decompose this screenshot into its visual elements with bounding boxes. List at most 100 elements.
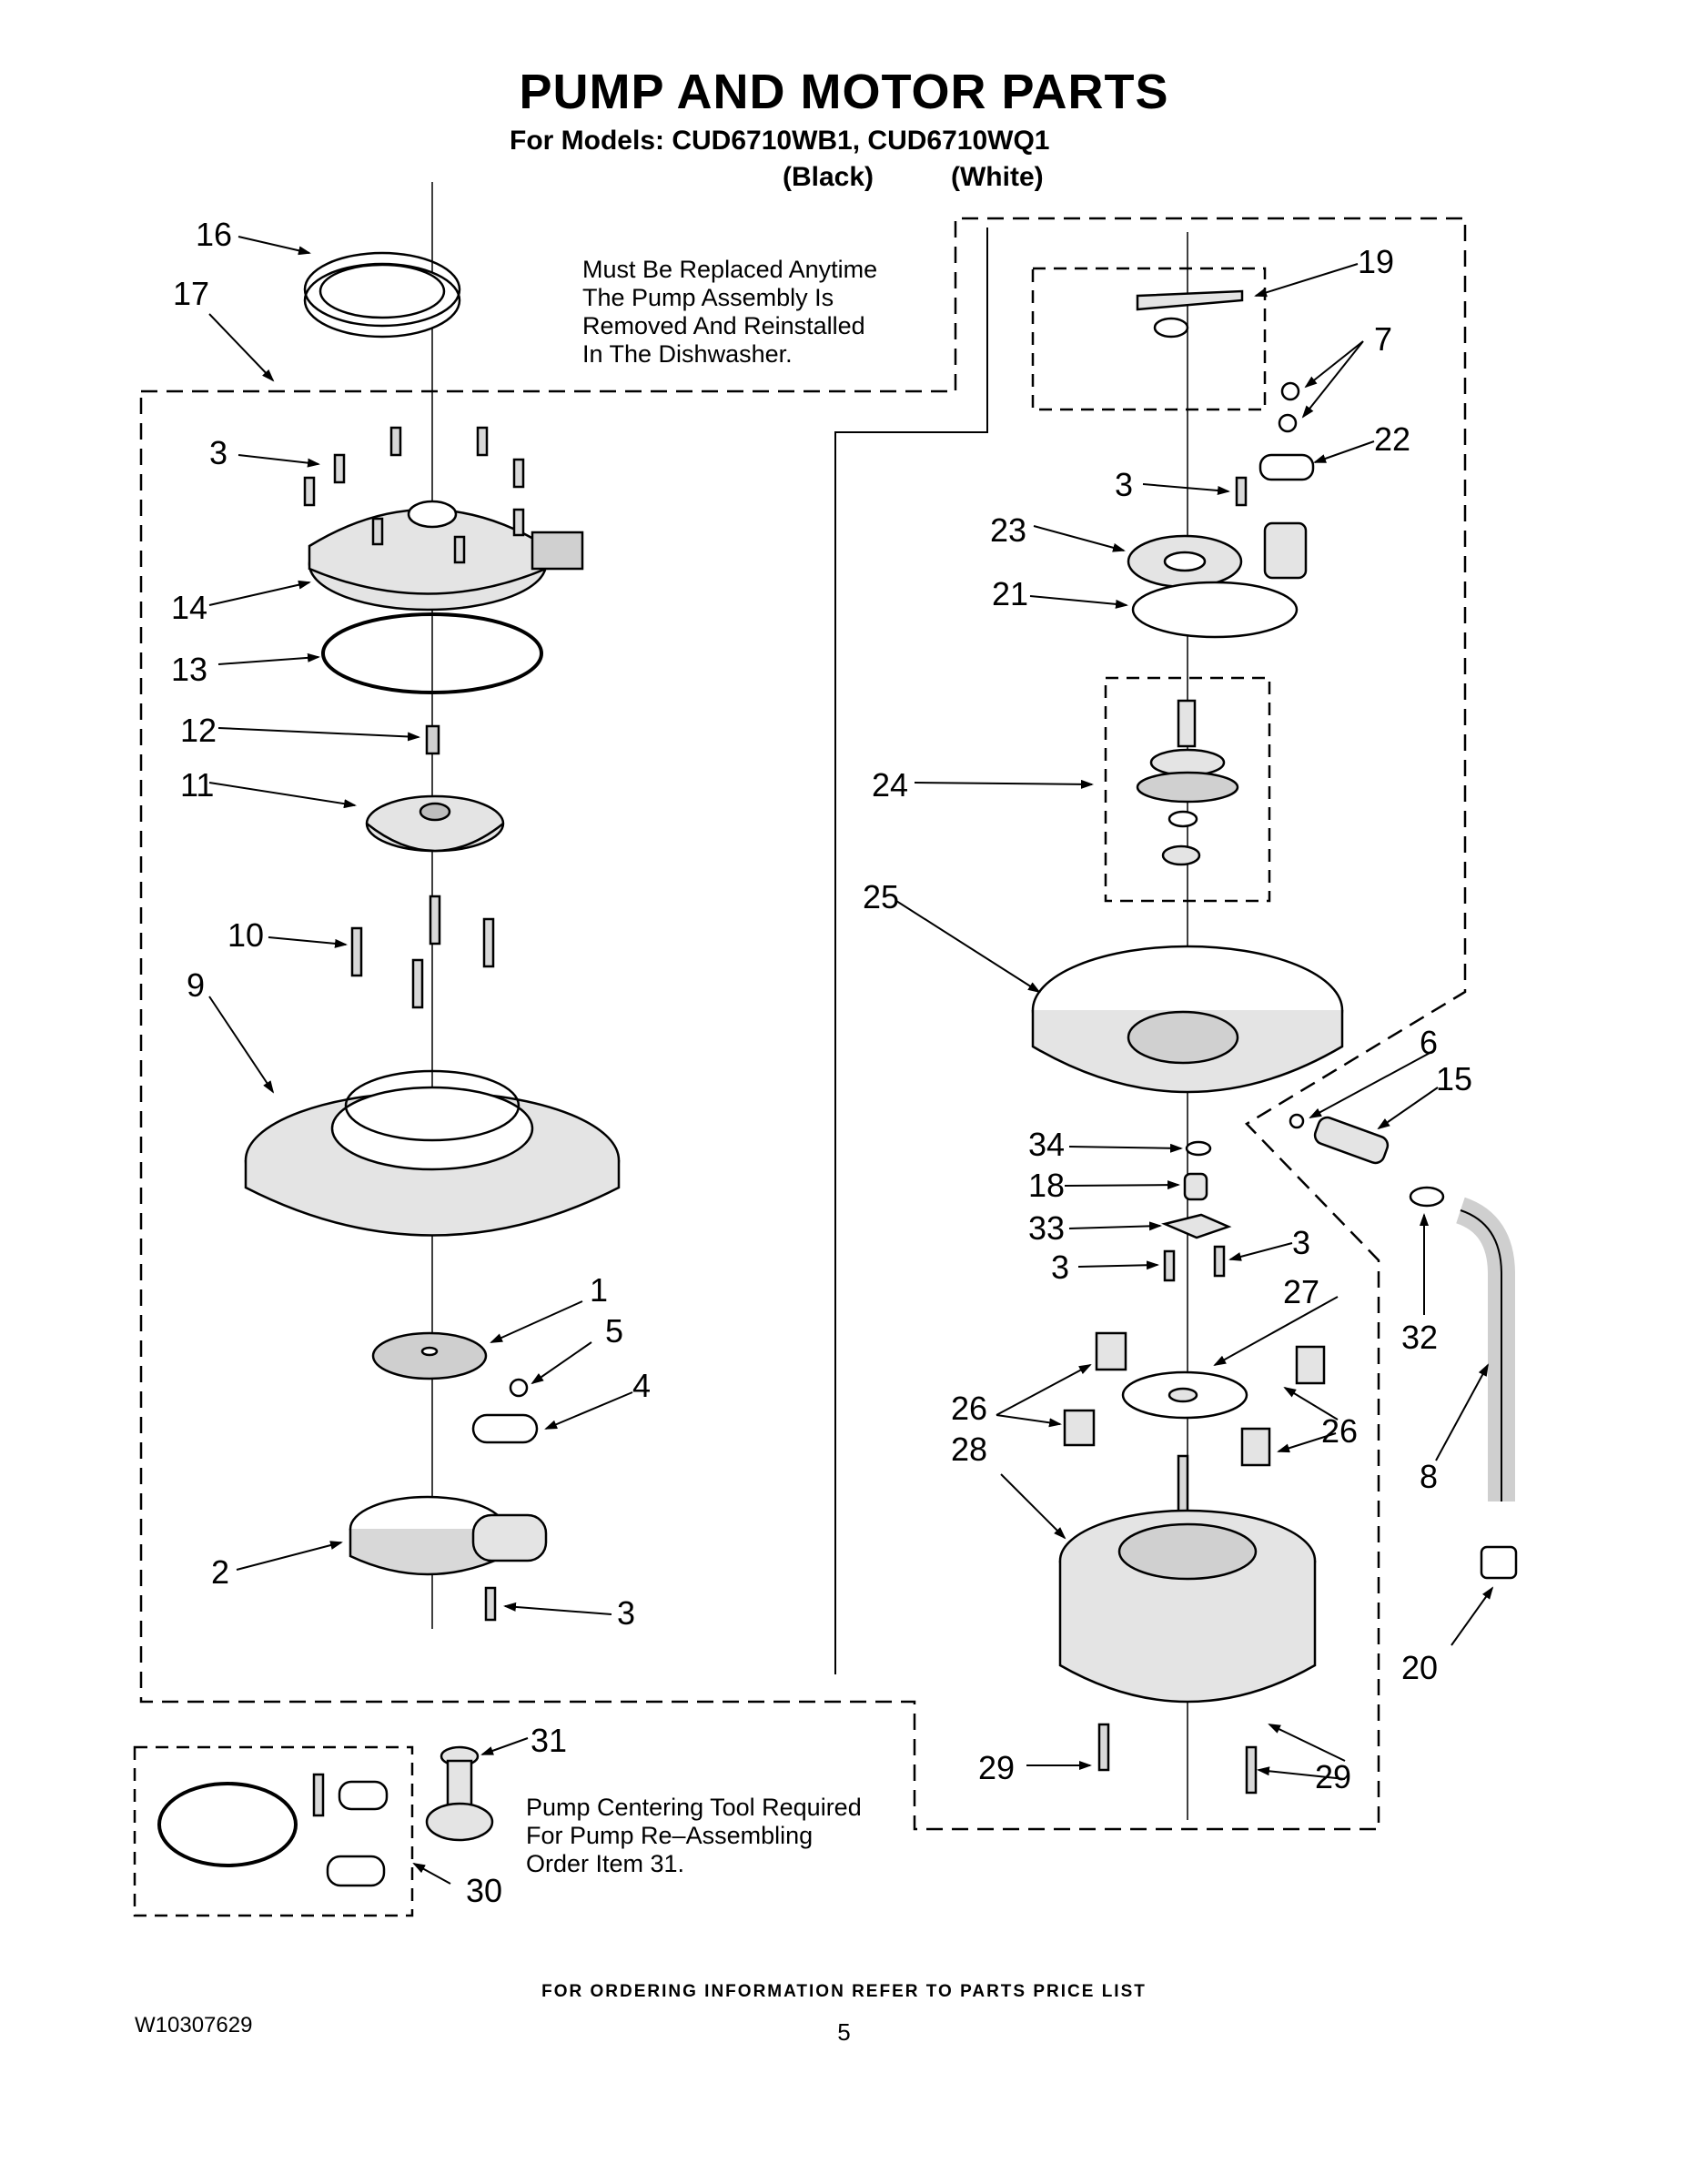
motor-28 — [1058, 1454, 1317, 1704]
callout-6: 6 — [1420, 1024, 1438, 1061]
plate-33 — [1161, 1213, 1232, 1239]
o-ring-30 — [157, 1782, 298, 1867]
page-title: PUMP AND MOTOR PARTS — [519, 65, 1169, 119]
callout-27: 27 — [1283, 1273, 1319, 1310]
callout-19: 19 — [1358, 243, 1394, 280]
callout-3-motor-right: 3 — [1292, 1224, 1310, 1261]
cover-23 — [1127, 521, 1308, 589]
callout-25: 25 — [863, 878, 899, 915]
seal-4 — [471, 1413, 539, 1444]
tool-note-line-2: For Pump Re–Assembling — [526, 1822, 813, 1849]
screw-29-a — [1097, 1723, 1110, 1772]
gasket-21 — [1131, 581, 1299, 639]
lever-spring-19 — [1136, 289, 1244, 339]
pump-base-9 — [244, 1069, 621, 1237]
callout-9: 9 — [187, 966, 205, 1004]
models-line: For Models: CUD6710WB1, CUD6710WQ1 — [510, 126, 1050, 156]
disc-27 — [1121, 1370, 1248, 1420]
callout-18: 18 — [1028, 1167, 1065, 1204]
ball-5 — [509, 1378, 529, 1398]
callout-34: 34 — [1028, 1126, 1065, 1163]
seal-22 — [1258, 453, 1315, 481]
callout-29-left: 29 — [978, 1749, 1015, 1786]
balls-7 — [1278, 381, 1300, 433]
callout-10: 10 — [227, 916, 264, 954]
group-19-box — [1031, 267, 1267, 411]
pump-assembly-boundary — [139, 217, 1467, 1831]
housing-screws-3 — [303, 426, 525, 564]
callout-20: 20 — [1401, 1649, 1438, 1686]
callout-3-lower: 3 — [617, 1594, 635, 1632]
replace-note-line-3: Removed And Reinstalled — [582, 312, 865, 339]
callout-29-right: 29 — [1315, 1758, 1351, 1795]
centering-tool-31 — [425, 1745, 494, 1842]
callout-12: 12 — [180, 712, 217, 749]
callout-32: 32 — [1401, 1319, 1438, 1356]
callout-3-upper: 3 — [209, 434, 227, 471]
callout-30: 30 — [466, 1872, 502, 1909]
callout-16: 16 — [196, 216, 232, 253]
ordering-info: FOR ORDERING INFORMATION REFER TO PARTS … — [541, 1982, 1147, 2001]
filter-screen-1 — [371, 1331, 488, 1380]
group-30-box — [133, 1745, 414, 1917]
callout-26-left: 26 — [951, 1390, 987, 1427]
o-ring-6 — [1289, 1113, 1305, 1129]
tool-note-line-3: Order Item 31. — [526, 1850, 684, 1877]
screw-3-lower — [484, 1586, 497, 1622]
screws-10 — [350, 895, 495, 1009]
seal-18 — [1183, 1172, 1208, 1201]
callout-13: 13 — [171, 651, 207, 688]
callout-4: 4 — [632, 1367, 651, 1404]
divider-left — [834, 228, 988, 1674]
callout-11: 11 — [180, 766, 214, 804]
shaft-seal-24 — [1136, 699, 1239, 866]
drain-hose-8 — [1455, 1197, 1515, 1502]
callout-7: 7 — [1374, 320, 1392, 358]
screw-3-a — [1163, 1249, 1176, 1282]
tool-note-line-1: Pump Centering Tool Required — [526, 1794, 862, 1821]
seal-30-a — [338, 1780, 389, 1811]
color-white-label: (White) — [951, 162, 1044, 192]
replace-note-line-4: In The Dishwasher. — [582, 340, 793, 368]
screw-3-right — [1235, 476, 1248, 507]
clamp-32 — [1409, 1186, 1445, 1208]
screw-30 — [312, 1773, 325, 1817]
page-number: 5 — [837, 2018, 851, 2046]
callout-3-right: 3 — [1115, 466, 1133, 503]
callout-1: 1 — [590, 1271, 608, 1309]
replace-note-line-1: Must Be Replaced Anytime — [582, 256, 877, 283]
cap-20 — [1480, 1545, 1518, 1580]
o-ring-13 — [321, 612, 543, 694]
clips-26 — [1063, 1331, 1326, 1467]
callout-3-motor-left: 3 — [1051, 1249, 1069, 1286]
motor-housing-25 — [1031, 945, 1344, 1094]
callout-15: 15 — [1436, 1060, 1472, 1097]
callout-2: 2 — [211, 1553, 229, 1591]
callout-24: 24 — [872, 766, 908, 804]
o-ring-34 — [1185, 1140, 1212, 1157]
callout-28: 28 — [951, 1431, 987, 1468]
callout-8: 8 — [1420, 1458, 1438, 1495]
callout-22: 22 — [1374, 420, 1410, 458]
drain-valve-15 — [1313, 1116, 1390, 1165]
callout-14: 14 — [171, 589, 207, 626]
replace-note-line-2: The Pump Assembly Is — [582, 284, 834, 311]
callout-33: 33 — [1028, 1209, 1065, 1247]
callout-31: 31 — [531, 1722, 567, 1759]
callout-21: 21 — [992, 575, 1028, 612]
document-number: W10307629 — [135, 2013, 253, 2037]
gasket-ring-16 — [303, 251, 461, 339]
pump-housing-14 — [308, 500, 584, 612]
seal-30-b — [326, 1855, 386, 1887]
color-black-label: (Black) — [783, 162, 874, 192]
screw-29-b — [1245, 1745, 1258, 1795]
callout-23: 23 — [990, 511, 1026, 549]
screw-3-b — [1213, 1245, 1226, 1278]
callout-26-right: 26 — [1321, 1412, 1358, 1450]
screw-12 — [425, 724, 440, 755]
callout-5: 5 — [605, 1312, 623, 1350]
callout-17: 17 — [173, 275, 209, 312]
impeller-11 — [365, 794, 505, 853]
filter-housing-2 — [349, 1495, 548, 1576]
